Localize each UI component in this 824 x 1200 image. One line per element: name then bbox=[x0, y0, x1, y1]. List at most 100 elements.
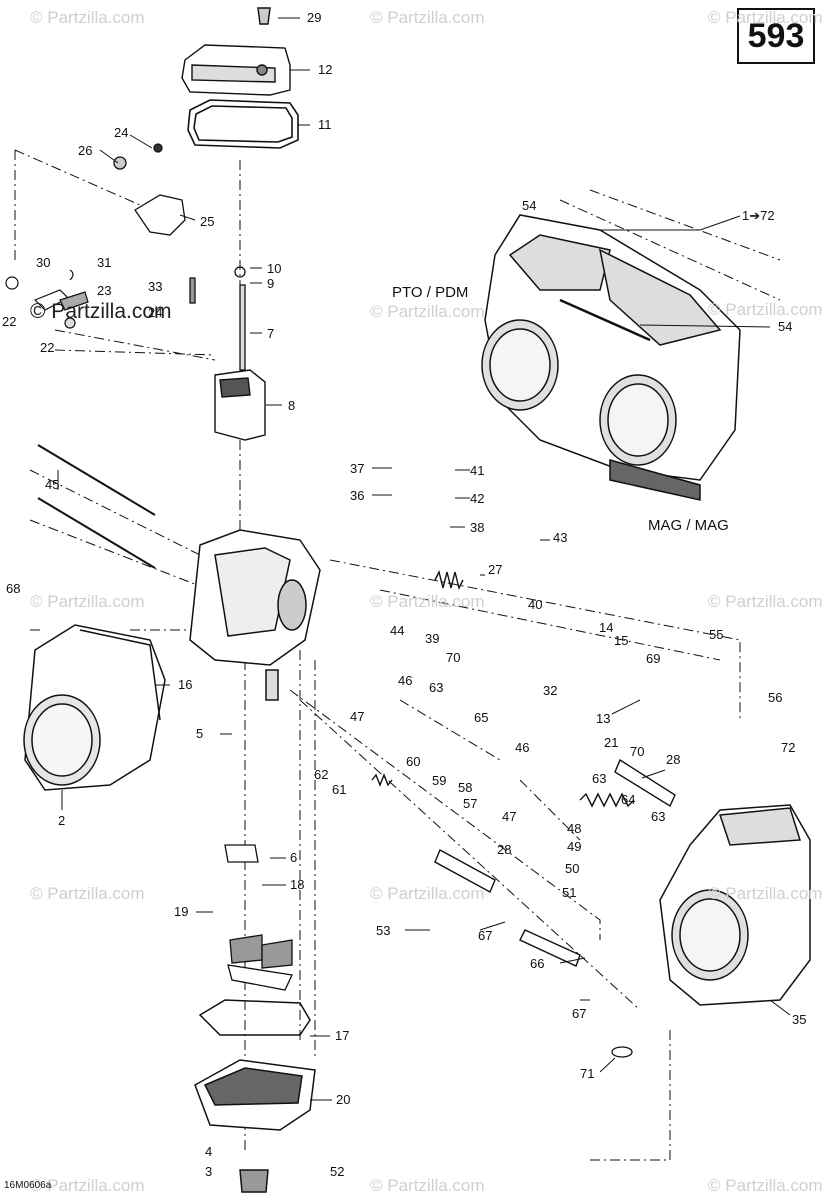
callout-number: 11 bbox=[318, 117, 332, 132]
float-19 bbox=[224, 844, 293, 991]
callout-number: 56 bbox=[768, 690, 783, 705]
callout-number: 62 bbox=[314, 767, 329, 782]
callout-number: 24 bbox=[114, 125, 129, 140]
clip-71 bbox=[611, 1046, 633, 1058]
callout-number: 22 bbox=[40, 340, 55, 355]
callout-number: 30 bbox=[36, 255, 51, 270]
watermark: © Partzilla.com bbox=[708, 300, 823, 319]
float-bowl-20 bbox=[194, 999, 316, 1193]
callout-number: 55 bbox=[709, 627, 724, 642]
callout-number: 71 bbox=[580, 1066, 595, 1081]
callout-number: 33 bbox=[148, 279, 163, 294]
callout-number: 6 bbox=[290, 850, 298, 865]
springs bbox=[371, 569, 635, 808]
callout-number: 48 bbox=[567, 821, 582, 836]
callout-number: 24 bbox=[148, 305, 163, 320]
callout-number: 46 bbox=[398, 673, 413, 688]
callout-number: 3 bbox=[205, 1164, 213, 1179]
callout-number: 39 bbox=[425, 631, 440, 646]
callout-number: 45 bbox=[45, 477, 60, 492]
callout-number: 70 bbox=[630, 744, 645, 759]
callout-number: 54 bbox=[778, 319, 793, 334]
callout-number: 18 bbox=[290, 877, 305, 892]
callout-number: 50 bbox=[565, 861, 580, 876]
callout-number: 8 bbox=[288, 398, 296, 413]
callout-number: 13 bbox=[596, 711, 611, 726]
callout-number: 31 bbox=[97, 255, 112, 270]
callout-number: 37 bbox=[350, 461, 365, 476]
gasket-11 bbox=[187, 99, 299, 149]
callout-number: 7 bbox=[267, 326, 275, 341]
callout-number: 12 bbox=[318, 62, 333, 77]
callout-number: 65 bbox=[474, 710, 489, 725]
watermark: © Partzilla.com bbox=[370, 1176, 485, 1195]
watermark: © Partzilla.com bbox=[708, 8, 823, 27]
watermark: © Partzilla.com bbox=[30, 592, 145, 611]
watermark: © Partzilla.com bbox=[708, 884, 823, 903]
callout-number: 63 bbox=[592, 771, 607, 786]
callout-number: 64 bbox=[621, 792, 636, 807]
callout-number: 51 bbox=[562, 885, 577, 900]
watermark: © Partzilla.com bbox=[30, 300, 172, 323]
callout-number: 22 bbox=[2, 314, 17, 329]
callout-number: 59 bbox=[432, 773, 447, 788]
callout-number: 54 bbox=[522, 198, 537, 213]
callout-number: 66 bbox=[530, 956, 545, 971]
callout-number: 49 bbox=[567, 839, 582, 854]
callout-number: 20 bbox=[336, 1092, 351, 1107]
watermark: © Partzilla.com bbox=[370, 592, 485, 611]
callout-number: 60 bbox=[406, 754, 421, 769]
watermark: © Partzilla.com bbox=[30, 884, 145, 903]
linkage-parts bbox=[5, 269, 89, 329]
callout-number: 25 bbox=[200, 214, 215, 229]
callout-number: 41 bbox=[470, 463, 485, 478]
callout-number: 16 bbox=[178, 677, 193, 692]
watermark: © Partzilla.com bbox=[370, 884, 485, 903]
callout-number: 28 bbox=[666, 752, 681, 767]
callout-number: 2 bbox=[58, 813, 66, 828]
carb-assembly-top bbox=[481, 214, 741, 501]
callout-number: 40 bbox=[528, 597, 543, 612]
callout-number: 38 bbox=[470, 520, 485, 535]
callout-number: 63 bbox=[651, 809, 666, 824]
callout-number: 58 bbox=[458, 780, 473, 795]
callout-number: 27 bbox=[488, 562, 503, 577]
callout-number: 32 bbox=[543, 683, 558, 698]
tubes bbox=[434, 758, 676, 967]
callout-number: 47 bbox=[350, 709, 365, 724]
needle-7 bbox=[189, 266, 246, 371]
callout-number: 53 bbox=[376, 923, 391, 938]
callout-number: 63 bbox=[429, 680, 444, 695]
watermark: © Partzilla.com bbox=[370, 8, 485, 27]
bracket-25 bbox=[113, 143, 186, 236]
callout-number: 67 bbox=[478, 928, 493, 943]
callout-number: 35 bbox=[792, 1012, 807, 1027]
caption-pto-pdm: PTO / PDM bbox=[392, 284, 469, 301]
watermark: © Partzilla.com bbox=[30, 8, 145, 27]
callout-number: 57 bbox=[463, 796, 478, 811]
callout-range: 1➔72 bbox=[742, 208, 775, 223]
throttle-slide-8 bbox=[214, 369, 266, 441]
callout-number: 9 bbox=[267, 276, 275, 291]
intake-cover-16 bbox=[23, 624, 166, 791]
callout-number: 26 bbox=[78, 143, 93, 158]
callout-number: 42 bbox=[470, 491, 485, 506]
callout-number: 28 bbox=[497, 842, 512, 857]
carb-cover-12 bbox=[181, 7, 291, 96]
callout-number: 67 bbox=[572, 1006, 587, 1021]
callout-number: 44 bbox=[390, 623, 405, 638]
callout-number: 36 bbox=[350, 488, 365, 503]
callout-number: 52 bbox=[330, 1164, 345, 1179]
callout-number: 68 bbox=[6, 581, 21, 596]
assembly-guide-lines bbox=[14, 149, 781, 1161]
carb-body bbox=[189, 529, 321, 701]
callout-number: 61 bbox=[332, 782, 347, 797]
watermark: © Partzilla.com bbox=[30, 1176, 145, 1195]
callout-number: 43 bbox=[553, 530, 568, 545]
callout-number: 70 bbox=[446, 650, 461, 665]
watermark: © Partzilla.com bbox=[708, 592, 823, 611]
callout-number: 47 bbox=[502, 809, 517, 824]
callout-number: 21 bbox=[604, 735, 619, 750]
leader-lines bbox=[57, 17, 791, 1101]
caption-mag-mag: MAG / MAG bbox=[648, 517, 729, 534]
